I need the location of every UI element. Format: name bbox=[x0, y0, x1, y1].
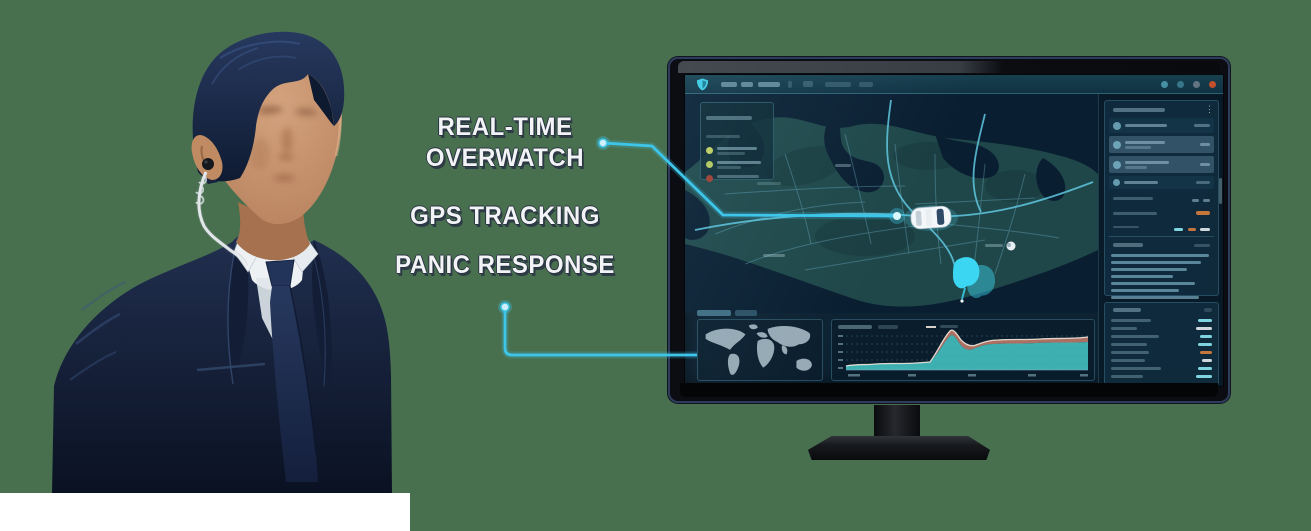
units-card: ⋮ bbox=[1104, 100, 1219, 299]
dashboard-screen: ⋮ bbox=[684, 74, 1224, 387]
divider bbox=[1109, 236, 1214, 237]
callout-overwatch: OVERWATCH bbox=[425, 144, 585, 172]
stat-row bbox=[1111, 340, 1212, 348]
stat-row bbox=[1111, 364, 1212, 372]
unit-row[interactable] bbox=[1109, 118, 1214, 133]
detail-row bbox=[1109, 207, 1214, 219]
kebab-menu-icon[interactable]: ⋮ bbox=[1205, 104, 1214, 114]
desktop-monitor: ⋮ bbox=[668, 57, 1230, 460]
topbar-stat bbox=[741, 82, 753, 87]
log-line bbox=[1111, 289, 1179, 292]
unit-icon bbox=[1113, 121, 1121, 130]
status-dot-green bbox=[706, 161, 713, 168]
card-title bbox=[1113, 308, 1141, 312]
tie bbox=[265, 259, 318, 482]
chart-title bbox=[838, 325, 872, 329]
map-label bbox=[757, 182, 781, 185]
log-line bbox=[1111, 296, 1199, 299]
tab[interactable] bbox=[735, 310, 757, 316]
chart-subtitle bbox=[878, 325, 898, 329]
alerts-panel bbox=[700, 102, 774, 182]
log-line bbox=[1111, 282, 1195, 285]
detail-row bbox=[1109, 192, 1214, 204]
log-line bbox=[1111, 275, 1173, 278]
orange-value bbox=[1196, 211, 1210, 215]
chart-teal-area bbox=[846, 335, 1088, 370]
log-line bbox=[1111, 261, 1201, 264]
log-line bbox=[1111, 254, 1209, 257]
white-poi-marker[interactable] bbox=[1006, 241, 1016, 251]
world-map-panel bbox=[697, 319, 823, 381]
monitor-stand-neck bbox=[874, 405, 920, 438]
blurred-facial-features bbox=[250, 106, 317, 182]
topbar-stat bbox=[721, 82, 737, 87]
alert-item[interactable] bbox=[706, 161, 768, 171]
shield-logo-icon bbox=[696, 78, 709, 91]
collapse-icon[interactable] bbox=[1204, 308, 1212, 312]
window-button[interactable] bbox=[1161, 81, 1168, 88]
window-button[interactable] bbox=[1193, 81, 1200, 88]
status-dot-red bbox=[706, 175, 713, 182]
tab[interactable] bbox=[697, 310, 731, 316]
callout-panic-response: PANIC RESPONSE bbox=[395, 251, 615, 279]
topbar-stat bbox=[758, 82, 780, 87]
earpiece-icon bbox=[202, 158, 214, 170]
stat-row bbox=[1111, 348, 1212, 356]
callout-gps-tracking: GPS TRACKING bbox=[410, 202, 600, 230]
status-dot-yellow bbox=[706, 147, 713, 154]
city-map[interactable] bbox=[685, 94, 1098, 313]
sidebar-scrollbar[interactable] bbox=[1219, 178, 1222, 204]
unit-row-selected[interactable] bbox=[1109, 136, 1214, 153]
stats-rows bbox=[1105, 316, 1218, 380]
legend-dash bbox=[926, 326, 936, 328]
window-close-button[interactable] bbox=[1209, 81, 1216, 88]
bottom-left-white-strip bbox=[0, 493, 410, 531]
alerts-title bbox=[706, 116, 752, 120]
world-panel-tabs bbox=[697, 310, 757, 316]
right-sidebar: ⋮ bbox=[1098, 94, 1223, 386]
chart-line bbox=[845, 329, 1089, 367]
monitor-stand-base bbox=[808, 436, 990, 460]
unit-icon bbox=[1113, 160, 1121, 169]
stat-row bbox=[1111, 372, 1212, 380]
stat-row bbox=[1111, 332, 1212, 340]
unit-row-selected[interactable] bbox=[1109, 156, 1214, 173]
islands bbox=[881, 290, 953, 305]
alerts-subtitle bbox=[706, 135, 740, 138]
unit-row[interactable] bbox=[1109, 176, 1214, 189]
feature-callouts: REAL-TIME OVERWATCH GPS TRACKING PANIC R… bbox=[385, 112, 625, 281]
unit-icon bbox=[1113, 140, 1121, 149]
stats-card bbox=[1104, 302, 1219, 386]
bezel-highlight bbox=[678, 61, 1220, 73]
log-line bbox=[1111, 268, 1187, 271]
alert-item[interactable] bbox=[706, 147, 768, 157]
stat-row bbox=[1111, 324, 1212, 332]
area-chart bbox=[838, 329, 1089, 377]
unit-icon bbox=[1113, 179, 1120, 186]
earpiece-wire bbox=[195, 170, 249, 268]
card-title bbox=[1113, 108, 1165, 112]
stat-row bbox=[1111, 356, 1212, 364]
alert-item[interactable] bbox=[706, 175, 768, 182]
dashboard-topbar bbox=[685, 75, 1223, 94]
cyan-zone-marker[interactable] bbox=[953, 257, 996, 303]
callout-real-time: REAL-TIME bbox=[437, 113, 573, 141]
topbar-divider bbox=[788, 81, 792, 88]
car-top-view-marker[interactable] bbox=[910, 205, 952, 230]
stat-row bbox=[1111, 316, 1212, 324]
activity-chart-panel bbox=[831, 319, 1095, 381]
topbar-item[interactable] bbox=[825, 82, 851, 87]
connector-start-dot bbox=[498, 300, 512, 314]
security-agent-illustration bbox=[52, 31, 392, 494]
bezel-bottom-band bbox=[680, 383, 1218, 397]
detail-row bbox=[1109, 222, 1214, 232]
topbar-item[interactable] bbox=[859, 82, 873, 87]
topbar-item[interactable] bbox=[803, 81, 813, 87]
suit bbox=[52, 235, 392, 494]
window-button[interactable] bbox=[1177, 81, 1184, 88]
section-header bbox=[1109, 240, 1214, 250]
legend-label bbox=[940, 325, 958, 328]
world-map bbox=[705, 324, 812, 375]
